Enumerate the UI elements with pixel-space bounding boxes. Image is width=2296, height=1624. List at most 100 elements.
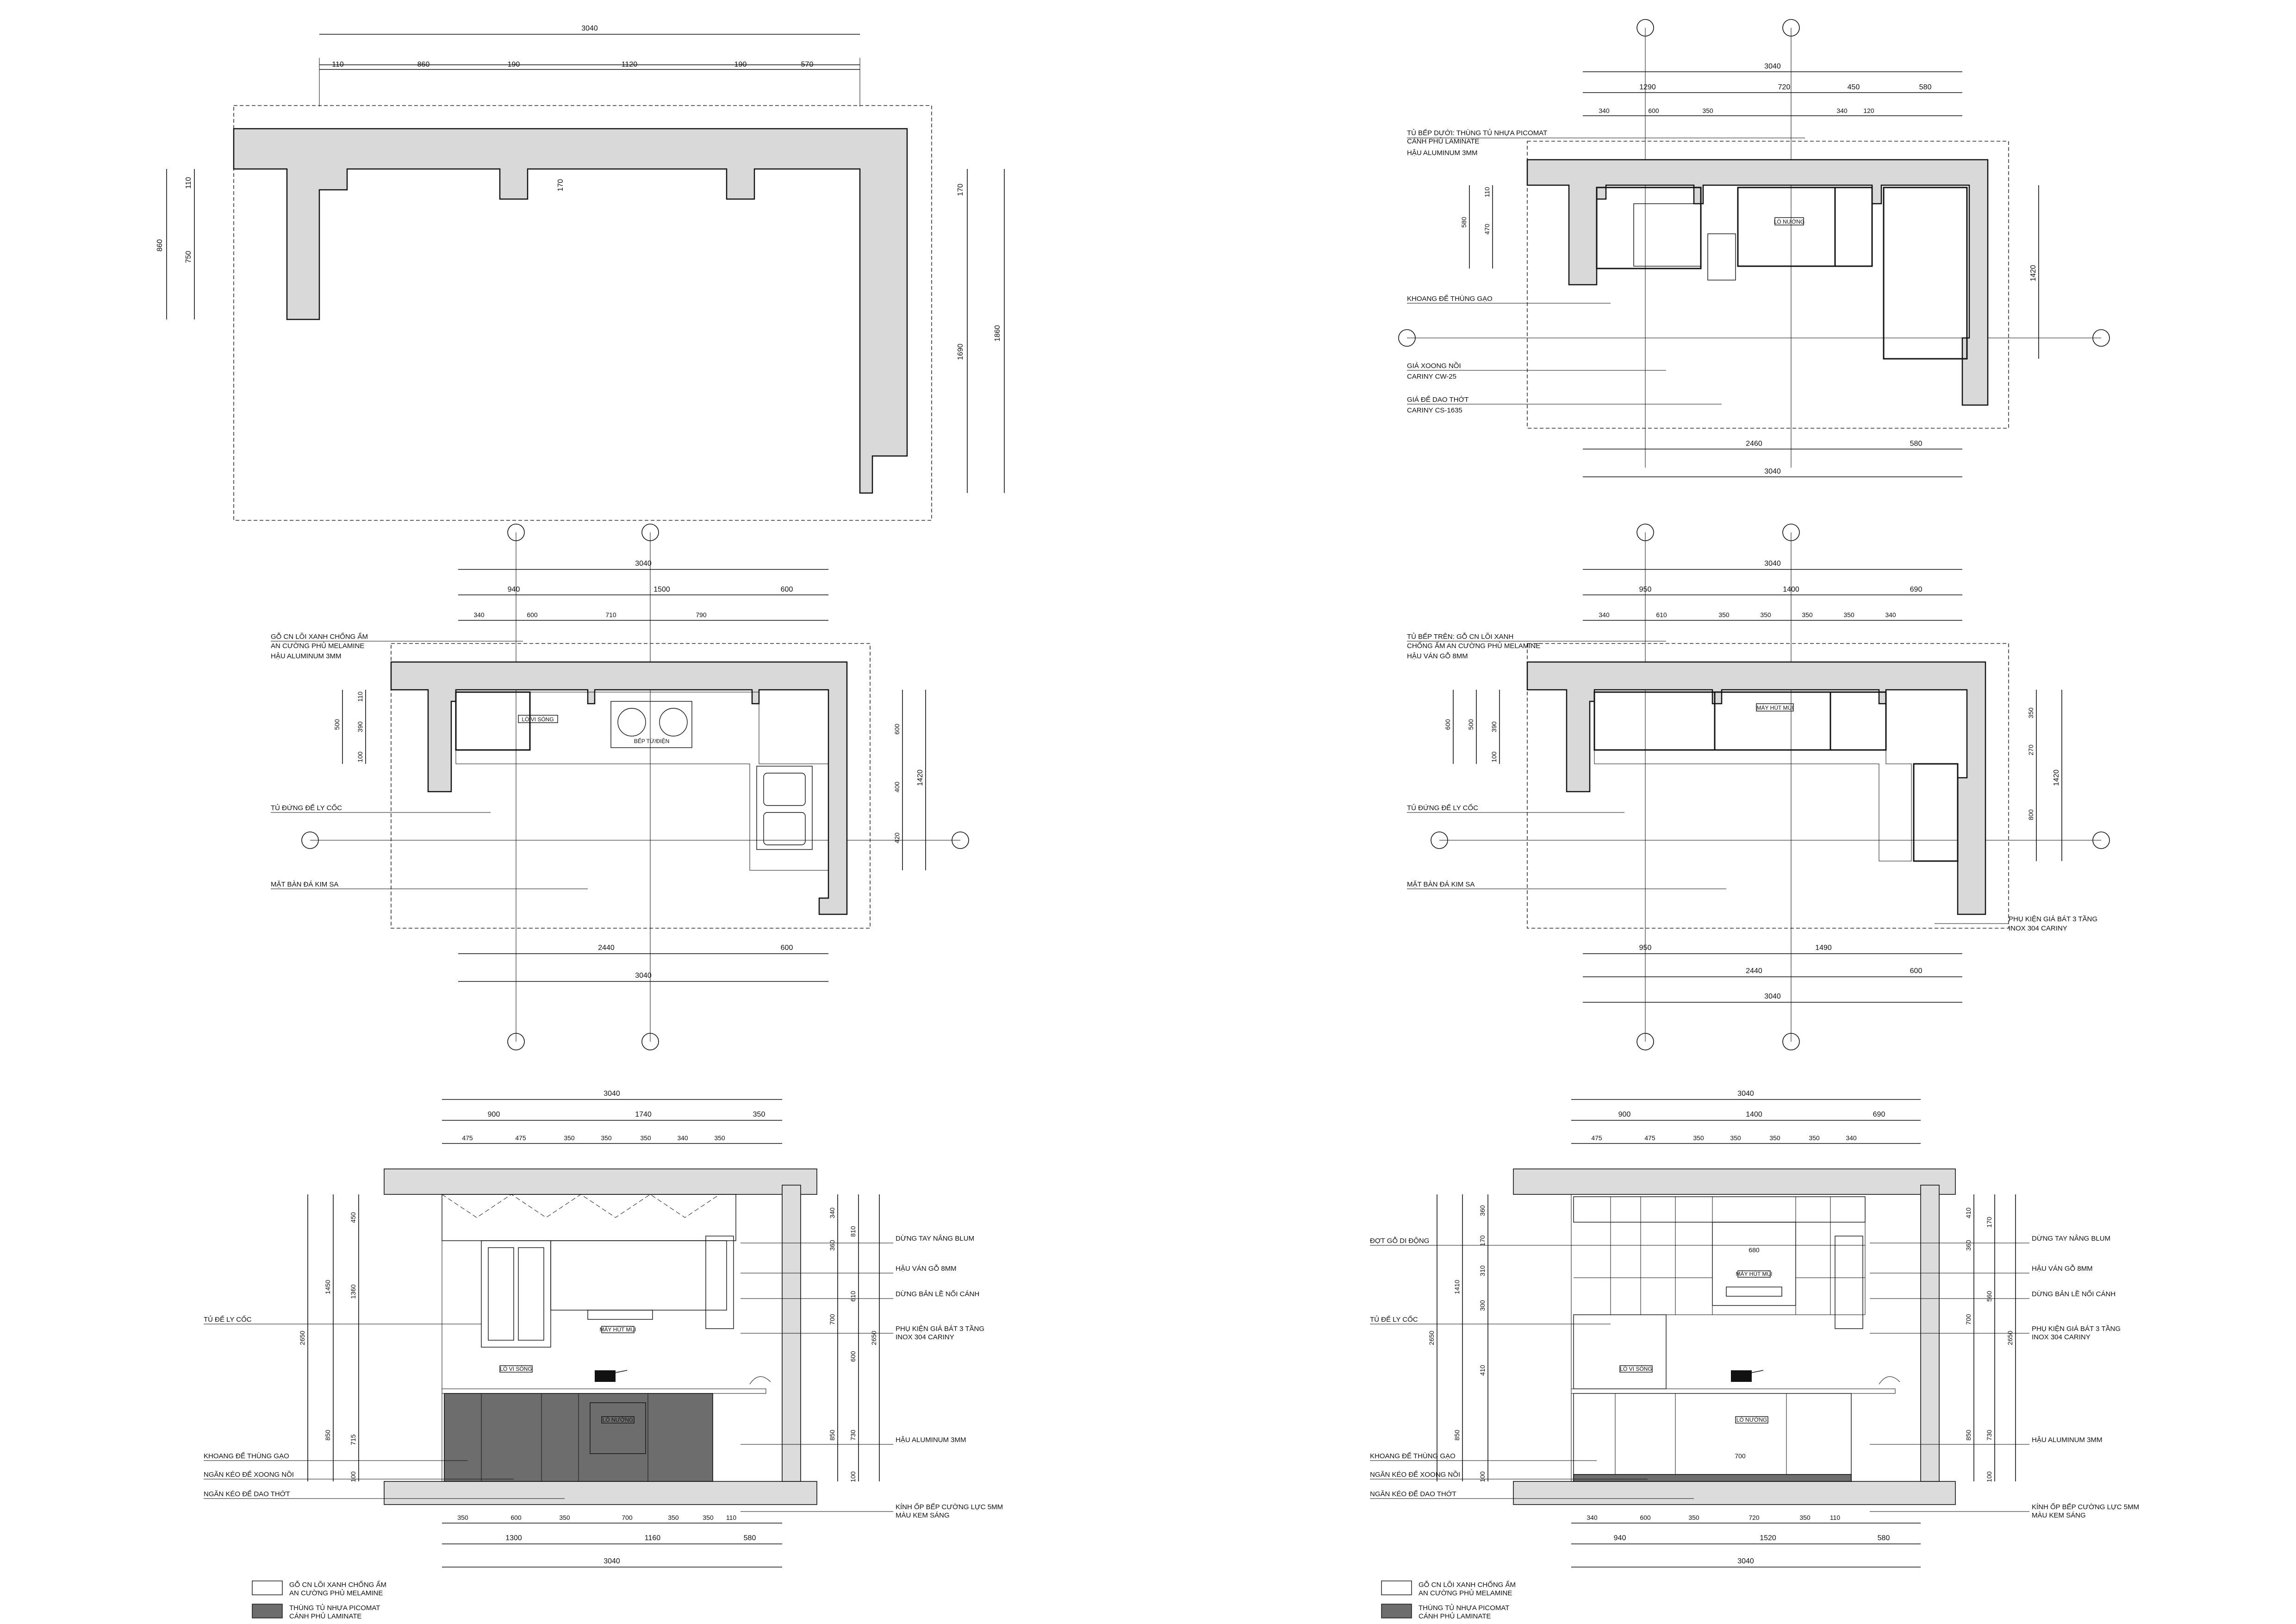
faucet-icon — [749, 1376, 771, 1385]
upper-cabinet — [455, 691, 531, 751]
wall-seg-6: 570 — [801, 61, 814, 69]
elevR-right-a: 360 — [1965, 1240, 1972, 1251]
lower-plan-wall — [1526, 159, 1989, 406]
upper-top-total: 3040 — [1764, 560, 1781, 568]
lower-top-small: 350 — [1702, 107, 1713, 114]
hood-cabinet — [1714, 691, 1831, 751]
section-marker-icon — [1636, 524, 1654, 541]
tall-shelf — [1573, 1314, 1667, 1389]
elevL-right-a: 360 — [828, 1240, 836, 1251]
lower-top-mid: 450 — [1848, 83, 1860, 91]
legend-grey-label: THÙNG TỦ NHỰA PICOMAT — [1419, 1604, 1509, 1612]
lower-left-dim: 470 — [1483, 224, 1491, 235]
upper-bottom-dim: 1490 — [1815, 944, 1832, 952]
upper-back-label: HẬU VÁN GỖ 8MM — [1407, 652, 1468, 660]
elevR-left-outer: 2650 — [1428, 1330, 1435, 1345]
pot-rack-label: GIÁ XOONG NỒI — [1407, 362, 1461, 370]
counter-left-dim: 110 — [356, 692, 364, 702]
wall-plan: 3040 110 860 190 1120 190 570 860 110 75… — [156, 25, 1005, 521]
section-marker-icon — [507, 524, 525, 541]
burner-icon — [659, 708, 688, 737]
upper-cabinet — [1829, 691, 1887, 751]
elevL-cup-label: TỦ ĐỂ LY CỐC — [204, 1315, 252, 1324]
elevL-drawer-label: NGĂN KÉO ĐỂ XOONG NỒI — [204, 1470, 294, 1479]
elevL-rack-label-2: INOX 304 CARINY — [896, 1333, 954, 1341]
wall-seg-5: 190 — [734, 61, 747, 69]
elevR-bottom-a: 110 — [1830, 1514, 1841, 1521]
wall-plan-frame — [233, 105, 932, 521]
elevR-bottom-a: 350 — [1688, 1514, 1699, 1521]
elevR-bottom-a: 600 — [1640, 1514, 1651, 1521]
knife-rack-label-2: CARINY CS-1635 — [1407, 406, 1462, 414]
counter-left-dim: 100 — [356, 751, 364, 762]
section-marker-icon — [1398, 329, 1416, 347]
upper-plan-wall — [1526, 661, 1986, 915]
wall-left-750: 750 — [185, 251, 193, 263]
elevL-knife-label: NGĂN KÉO ĐỂ DAO THỚT — [204, 1490, 290, 1498]
elevR-left-small: 100 — [1479, 1471, 1486, 1482]
section-marker-icon — [1782, 524, 1800, 541]
elevR-top-small: 350 — [1693, 1134, 1704, 1142]
lower-top-small: 600 — [1648, 107, 1659, 114]
oven-label: LÒ NƯỚNG — [1774, 218, 1805, 225]
elevR-right-a: 850 — [1965, 1430, 1972, 1441]
sink-bowl — [763, 773, 806, 806]
elevL-right-a: 850 — [828, 1430, 836, 1441]
legend-right: GỖ CN LÕI XANH CHỐNG ẨM AN CƯỜNG PHỦ MEL… — [1381, 1580, 1516, 1620]
counter-top-mid: 940 — [508, 586, 520, 593]
hob-label: BẾP TỪ/ĐIỆN — [634, 737, 670, 744]
elevation-left: MÁY HÚT MÙI LÒ VI SÓNG LÒ NƯỚNG 3040 900… — [204, 1090, 1003, 1568]
elevL-rice-label: KHOANG ĐỂ THÙNG GẠO — [204, 1452, 289, 1460]
elevL-right-a: 340 — [828, 1207, 836, 1218]
counter-bottom-total: 3040 — [635, 972, 652, 980]
elevL-top-small: 340 — [677, 1134, 688, 1142]
elevR-bottom-total: 3040 — [1737, 1557, 1754, 1565]
section-marker-icon — [1636, 19, 1654, 37]
elevR-top-small: 340 — [1846, 1134, 1857, 1142]
elevL-left-mid: 1450 — [324, 1280, 331, 1294]
lower-cabinet-label: TỦ BẾP DƯỚI: THÙNG TỦ NHỰA PICOMAT — [1407, 129, 1547, 137]
glass-door-cabinet — [481, 1240, 551, 1348]
elevL-left-outer: 2650 — [299, 1330, 306, 1345]
lower-top-small: 120 — [1863, 107, 1874, 114]
section-marker-icon — [641, 1033, 659, 1050]
lower-cabinet — [1834, 187, 1873, 267]
microwave-tag — [499, 1365, 533, 1373]
glass-panel — [488, 1247, 514, 1341]
stone-countertop — [455, 692, 829, 871]
lower-top-mid: 720 — [1778, 83, 1791, 91]
elevR-rice-label: KHOANG ĐỂ THÙNG GẠO — [1370, 1452, 1456, 1460]
wall-right-1690: 1690 — [957, 344, 964, 360]
elevR-top-mid: 1400 — [1746, 1111, 1762, 1118]
hood-label: MÁY HÚT MÙI — [1757, 704, 1793, 711]
lower-top-small: 340 — [1836, 107, 1848, 114]
upper-left-dim: 600 — [1444, 719, 1451, 730]
elevR-inner-dim: 700 — [1735, 1452, 1746, 1460]
counter-top-mid: 1500 — [653, 586, 670, 593]
legend-swatch-grey — [252, 1604, 283, 1618]
legend-swatch-white — [1381, 1580, 1412, 1595]
elevL-right-b: 600 — [849, 1351, 857, 1362]
elevL-bottom-b: 580 — [744, 1534, 756, 1542]
oven-label: LÒ NƯỚNG — [1736, 1416, 1767, 1423]
counter-bottom-dim: 600 — [781, 944, 793, 952]
counter-right-dim: 400 — [893, 781, 901, 793]
elevR-top-small: 350 — [1769, 1134, 1780, 1142]
legend-grey-label-2: CÁNH PHỦ LAMINATE — [1419, 1612, 1491, 1620]
countertop-plan: LÒ VI SÓNG BẾP TỪ/ĐIỆN 3040 940 1500 600… — [271, 524, 969, 1050]
pot-icon — [595, 1370, 616, 1382]
countertop-plan-frame — [391, 643, 871, 929]
upper-cup-label: TỦ ĐỨNG ĐỂ LY CỐC — [1407, 804, 1478, 812]
oven-tag — [601, 1416, 635, 1424]
counter-right-dim: 600 — [893, 724, 901, 735]
lower-top-mid: 580 — [1919, 83, 1932, 91]
glass-panel — [518, 1247, 544, 1341]
countertop — [442, 1388, 766, 1394]
counter-top-total: 3040 — [635, 560, 652, 568]
microwave-tag — [1619, 1365, 1653, 1373]
upper-right-dim: 350 — [2027, 707, 2035, 718]
elevR-glass-label: KÍNH ỐP BẾP CƯỜNG LỰC 5MM — [2032, 1503, 2139, 1511]
elevR-bottom-a: 340 — [1587, 1514, 1598, 1521]
lower-right-dim: 1420 — [2029, 265, 2037, 281]
